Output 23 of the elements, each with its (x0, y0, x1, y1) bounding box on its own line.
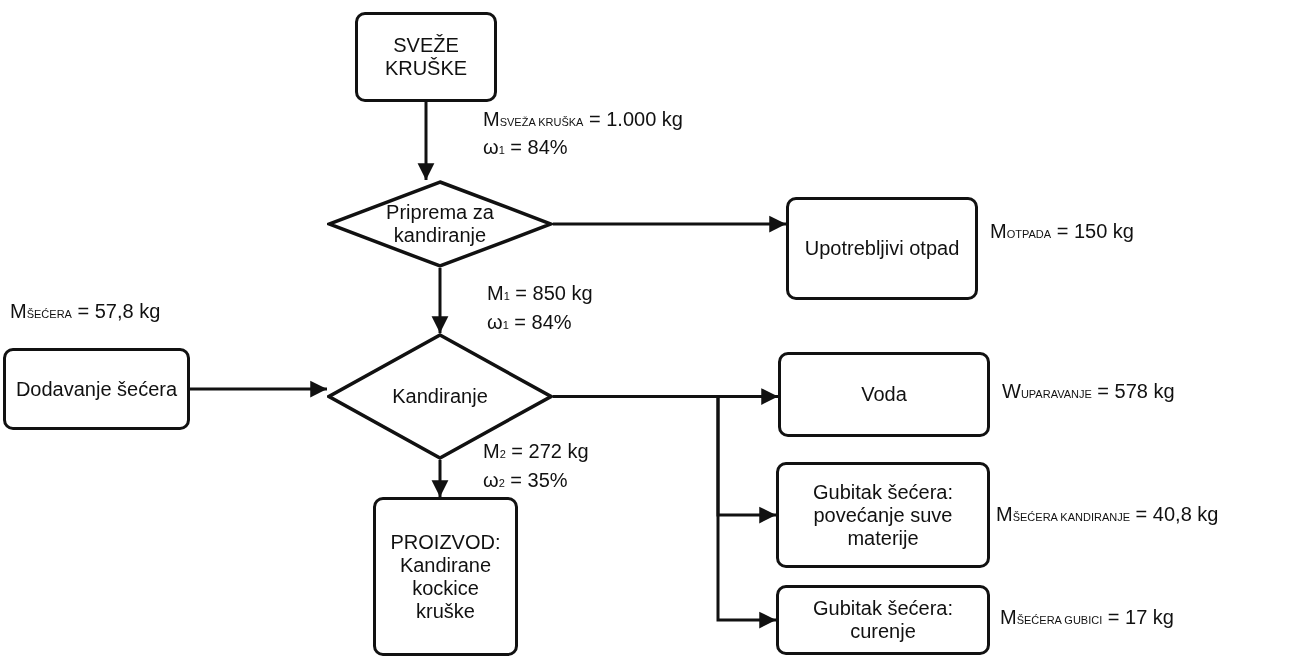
process-box (776, 585, 990, 655)
arrow (190, 380, 328, 398)
node-label: Dodavanje šećera (15, 377, 178, 401)
arrow (431, 460, 449, 498)
process-box (776, 462, 990, 568)
process-box (3, 348, 190, 430)
node-label: Kandiranje (392, 385, 488, 408)
node-label: Upotrebljivi otpad (804, 237, 960, 260)
arrow (553, 395, 777, 629)
process-box (778, 352, 990, 437)
node-label: Gubitak šećera: povećanje suve materije (811, 480, 955, 550)
node-label: Gubitak šećera: curenje (811, 597, 955, 643)
node-label: Priprema za kandiranje (385, 201, 495, 247)
node-label: PROIZVOD: Kandirane kockice kruške (389, 530, 502, 623)
decision-diamond (327, 180, 553, 268)
arrow (417, 102, 435, 181)
process-box (355, 12, 497, 102)
node-label: Voda (861, 383, 907, 406)
arrow (431, 268, 449, 334)
node-label: SVEŽE KRUŠKE (383, 34, 469, 80)
process-box (373, 497, 518, 656)
arrow (553, 215, 787, 233)
process-box (786, 197, 978, 300)
